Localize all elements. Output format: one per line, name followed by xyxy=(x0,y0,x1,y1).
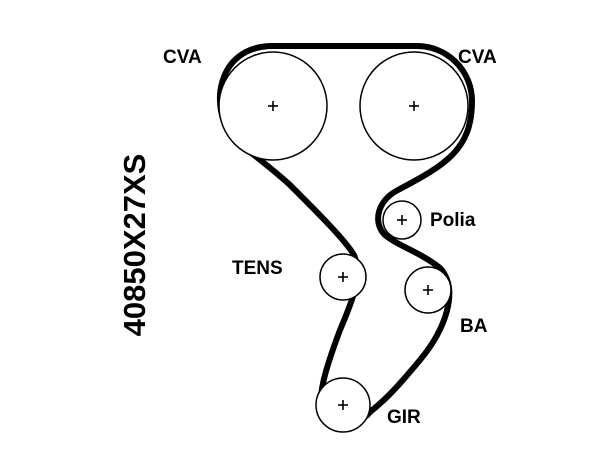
label-cva-left: CVA xyxy=(163,47,202,68)
label-cva-right: CVA xyxy=(458,47,497,68)
label-crankshaft: GIR xyxy=(387,407,421,428)
timing-belt xyxy=(217,43,475,427)
label-idler: Polia xyxy=(430,210,476,231)
plus-icon xyxy=(423,285,433,295)
plus-icon xyxy=(268,101,278,111)
label-tensioner: TENS xyxy=(232,258,283,279)
plus-icon xyxy=(338,400,348,410)
part-code: 40850X27XS xyxy=(117,154,152,337)
label-water-pump: BA xyxy=(460,316,488,337)
plus-icon xyxy=(409,101,419,111)
plus-icon xyxy=(338,272,348,282)
plus-icon xyxy=(397,215,407,225)
